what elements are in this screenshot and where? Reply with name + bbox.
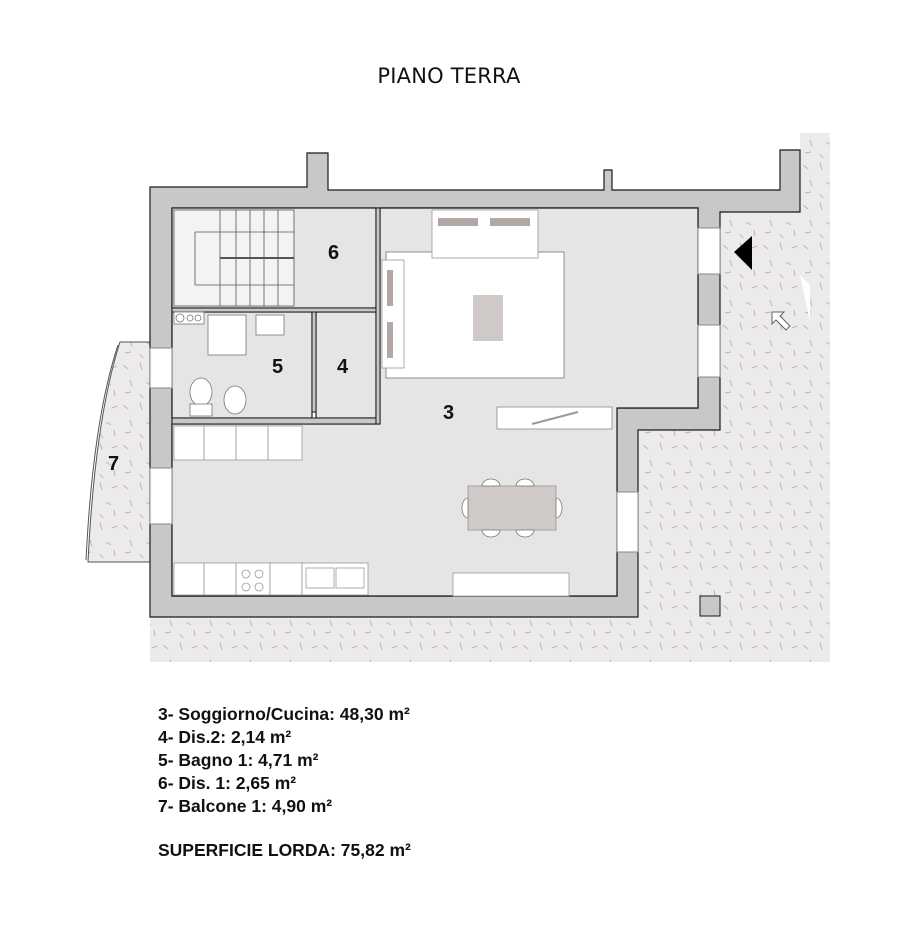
dining-table bbox=[461, 478, 563, 538]
bathroom-fixtures bbox=[173, 311, 285, 417]
kitchen-units bbox=[173, 425, 570, 597]
total-gross-area: SUPERFICIE LORDA: 75,82 m² bbox=[158, 840, 411, 860]
room-label-6: 6 bbox=[328, 242, 339, 264]
windows bbox=[149, 227, 721, 553]
balcony-7 bbox=[87, 341, 151, 563]
room-label-4: 4 bbox=[337, 356, 349, 378]
column bbox=[699, 595, 721, 617]
living-furniture bbox=[381, 209, 613, 430]
room-label-3: 3 bbox=[443, 402, 454, 424]
legend-room-6: 6- Dis. 1: 2,65 m² bbox=[158, 773, 297, 793]
legend-room-3: 3- Soggiorno/Cucina: 48,30 m² bbox=[158, 704, 410, 724]
inner-walls bbox=[171, 207, 381, 425]
access-arrow-icon bbox=[771, 311, 791, 331]
room-area-legend: 3- Soggiorno/Cucina: 48,30 m² 4- Dis.2: … bbox=[158, 703, 410, 818]
legend-room-7: 7- Balcone 1: 4,90 m² bbox=[158, 796, 333, 816]
floor-plan: 6 5 4 3 7 bbox=[85, 133, 830, 662]
floor-title: PIANO TERRA bbox=[377, 64, 521, 88]
legend-room-5: 5- Bagno 1: 4,71 m² bbox=[158, 750, 319, 770]
stairs bbox=[173, 209, 295, 307]
terrace-paving bbox=[150, 133, 830, 662]
entrance-arrow-icon bbox=[734, 236, 752, 270]
legend-room-4: 4- Dis.2: 2,14 m² bbox=[158, 727, 292, 747]
room-label-5: 5 bbox=[272, 356, 283, 378]
room-label-7: 7 bbox=[108, 453, 119, 475]
